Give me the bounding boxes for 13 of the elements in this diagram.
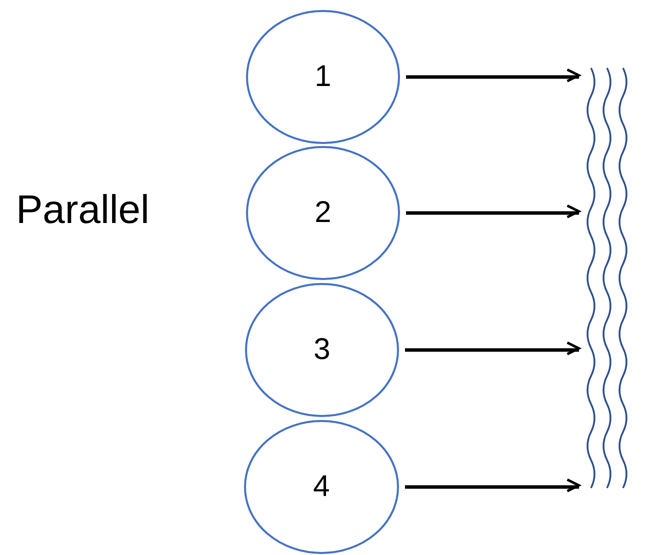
node-number: 4: [313, 470, 330, 504]
node-number: 3: [314, 333, 330, 367]
arrow: [406, 68, 580, 82]
node-number: 1: [314, 60, 332, 94]
circle: [244, 420, 399, 554]
circle: [245, 283, 399, 417]
arrow: [406, 204, 580, 218]
arrow: [405, 342, 580, 355]
node-number: 2: [314, 196, 332, 230]
circle: [246, 146, 400, 280]
circle: [246, 10, 400, 144]
side-label: Parallel: [16, 188, 150, 233]
arrow: [405, 478, 580, 492]
